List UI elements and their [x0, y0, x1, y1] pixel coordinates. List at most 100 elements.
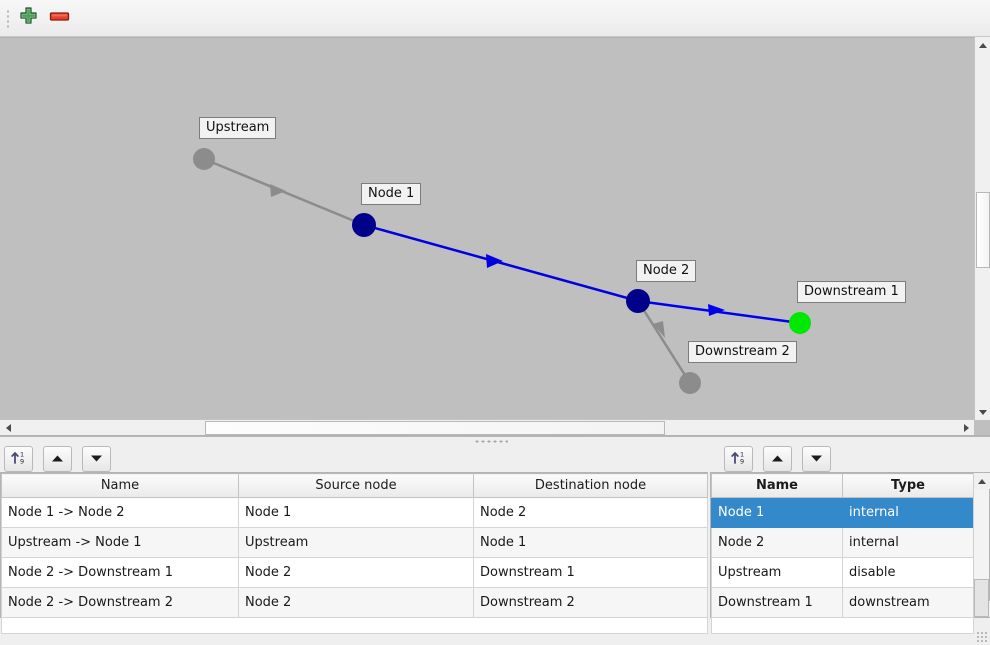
plus-icon — [19, 7, 38, 30]
horizontal-scroll-thumb[interactable] — [205, 421, 665, 435]
edges-column-source[interactable]: Source node — [238, 473, 474, 498]
edges-sort-button[interactable]: 1 9 — [4, 446, 33, 472]
window-resize-grip[interactable] — [976, 631, 987, 642]
nodes-scroll-thumb[interactable] — [974, 579, 989, 617]
table-row[interactable]: Node 1 -> Node 2 Node 1 Node 2 — [1, 497, 708, 528]
svg-text:9: 9 — [20, 458, 24, 466]
pane-splitter[interactable] — [0, 436, 990, 445]
nodes-move-down-button[interactable] — [802, 446, 832, 472]
edge-upstream-node1[interactable] — [203, 157, 365, 227]
nodes-filler-cell — [711, 617, 974, 634]
nodes-sort-button[interactable]: 1 9 — [724, 446, 753, 472]
edges-cell-name[interactable]: Upstream -> Node 1 — [1, 527, 239, 558]
scroll-left-button[interactable] — [0, 420, 16, 435]
nodes-toolbar: 1 9 — [710, 444, 990, 472]
edges-table[interactable]: Name Source node Destination node Node 1… — [1, 473, 708, 634]
triangle-up-icon — [978, 478, 986, 484]
edges-cell-source[interactable]: Node 1 — [238, 497, 474, 528]
sort-ascending-icon: 1 9 — [10, 449, 27, 469]
scroll-down-button[interactable] — [975, 404, 990, 420]
nodes-cell-name[interactable]: Node 1 — [711, 497, 843, 528]
edge-node2-downstream2[interactable] — [636, 300, 692, 384]
edges-cell-source[interactable]: Node 2 — [238, 557, 474, 588]
edges-pane: 1 9 Name — [0, 444, 708, 634]
nodes-cell-type[interactable]: downstream — [842, 587, 974, 618]
minus-icon — [49, 12, 70, 30]
nodes-cell-type[interactable]: internal — [842, 527, 974, 558]
table-row[interactable]: Upstream disable — [711, 557, 974, 588]
nodes-cell-type[interactable]: internal — [842, 497, 974, 528]
edges-table-container[interactable]: Name Source node Destination node Node 1… — [0, 472, 708, 634]
edges-cell-source[interactable]: Upstream — [238, 527, 474, 558]
edges-move-down-button[interactable] — [82, 446, 112, 472]
table-row[interactable]: Upstream -> Node 1 Upstream Node 1 — [1, 527, 708, 558]
edges-cell-destination[interactable]: Downstream 1 — [473, 557, 708, 588]
table-row[interactable]: Downstream 1 downstream — [711, 587, 974, 618]
nodes-cell-name[interactable]: Node 2 — [711, 527, 843, 558]
edges-cell-destination[interactable]: Node 1 — [473, 527, 708, 558]
edges-move-up-button[interactable] — [43, 446, 73, 472]
edges-toolbar: 1 9 — [0, 444, 708, 472]
scroll-right-button[interactable] — [958, 420, 974, 435]
canvas-vertical-scrollbar[interactable] — [974, 37, 990, 420]
node-label-downstream1[interactable]: Downstream 1 — [797, 281, 906, 303]
nodes-table-header-row: Name Type — [711, 473, 974, 498]
edges-column-destination[interactable]: Destination node — [473, 473, 708, 498]
nodes-cell-name[interactable]: Downstream 1 — [711, 587, 843, 618]
nodes-column-type[interactable]: Type — [842, 473, 974, 498]
nodes-move-up-button[interactable] — [763, 446, 793, 472]
nodes-cell-name[interactable]: Upstream — [711, 557, 843, 588]
vertical-scroll-thumb[interactable] — [976, 192, 990, 268]
table-filler-row — [711, 617, 974, 634]
svg-text:1: 1 — [740, 451, 744, 459]
table-row[interactable]: Node 1 internal — [711, 497, 974, 528]
triangle-up-icon — [771, 452, 784, 467]
node-label-node2[interactable]: Node 2 — [636, 260, 697, 282]
toolbar-grip[interactable] — [6, 9, 11, 29]
triangle-down-icon — [90, 452, 103, 467]
edges-cell-destination[interactable]: Node 2 — [473, 497, 708, 528]
table-filler-row — [1, 617, 708, 634]
nodes-cell-type[interactable]: disable — [842, 557, 974, 588]
graph-node-upstream[interactable] — [193, 148, 215, 170]
sort-ascending-icon: 1 9 — [730, 449, 747, 469]
table-row[interactable]: Node 2 internal — [711, 527, 974, 558]
nodes-column-name[interactable]: Name — [711, 473, 843, 498]
edges-cell-name[interactable]: Node 2 -> Downstream 2 — [1, 587, 239, 618]
edges-cell-destination[interactable]: Downstream 2 — [473, 587, 708, 618]
graph-diagram[interactable]: Upstream Node 1 Node 2 Downstream 1 Down… — [0, 38, 974, 419]
edges-cell-name[interactable]: Node 2 -> Downstream 1 — [1, 557, 239, 588]
edges-column-name[interactable]: Name — [1, 473, 239, 498]
add-node-button[interactable] — [18, 6, 46, 33]
edges-cell-name[interactable]: Node 1 -> Node 2 — [1, 497, 239, 528]
node-label-node1[interactable]: Node 1 — [361, 183, 422, 205]
canvas-horizontal-scrollbar[interactable] — [0, 419, 974, 435]
table-row[interactable]: Node 2 -> Downstream 2 Node 2 Downstream… — [1, 587, 708, 618]
table-row[interactable]: Node 2 -> Downstream 1 Node 2 Downstream… — [1, 557, 708, 588]
scroll-up-button[interactable] — [974, 473, 990, 489]
splitter-grip[interactable] — [474, 440, 508, 443]
remove-node-button[interactable] — [48, 6, 76, 33]
graph-node-node1[interactable] — [352, 213, 376, 237]
edges-table-header-row: Name Source node Destination node — [1, 473, 708, 498]
scroll-up-button[interactable] — [975, 37, 990, 53]
edges-cell-source[interactable]: Node 2 — [238, 587, 474, 618]
nodes-table-scrollbar[interactable] — [973, 473, 990, 617]
edge-node2-downstream1[interactable] — [637, 299, 801, 325]
edges-filler-cell — [1, 617, 708, 634]
graph-edges — [193, 148, 811, 394]
main-toolbar — [0, 0, 990, 37]
node-label-downstream2[interactable]: Downstream 2 — [688, 341, 797, 363]
svg-text:9: 9 — [740, 458, 744, 466]
node-label-upstream[interactable]: Upstream — [199, 117, 277, 139]
graph-node-downstream2[interactable] — [679, 372, 701, 394]
edge-node1-node2[interactable] — [363, 223, 639, 303]
graph-node-downstream1[interactable] — [789, 312, 811, 334]
nodes-table-container[interactable]: Name Type Node 1 internal Node 2 interna… — [710, 472, 990, 634]
graph-node-node2[interactable] — [626, 289, 650, 313]
triangle-left-icon — [5, 424, 11, 432]
nodes-pane: 1 9 Name — [710, 444, 990, 634]
nodes-table[interactable]: Name Type Node 1 internal Node 2 interna… — [711, 473, 974, 634]
graph-canvas-area[interactable]: Upstream Node 1 Node 2 Downstream 1 Down… — [0, 37, 990, 436]
